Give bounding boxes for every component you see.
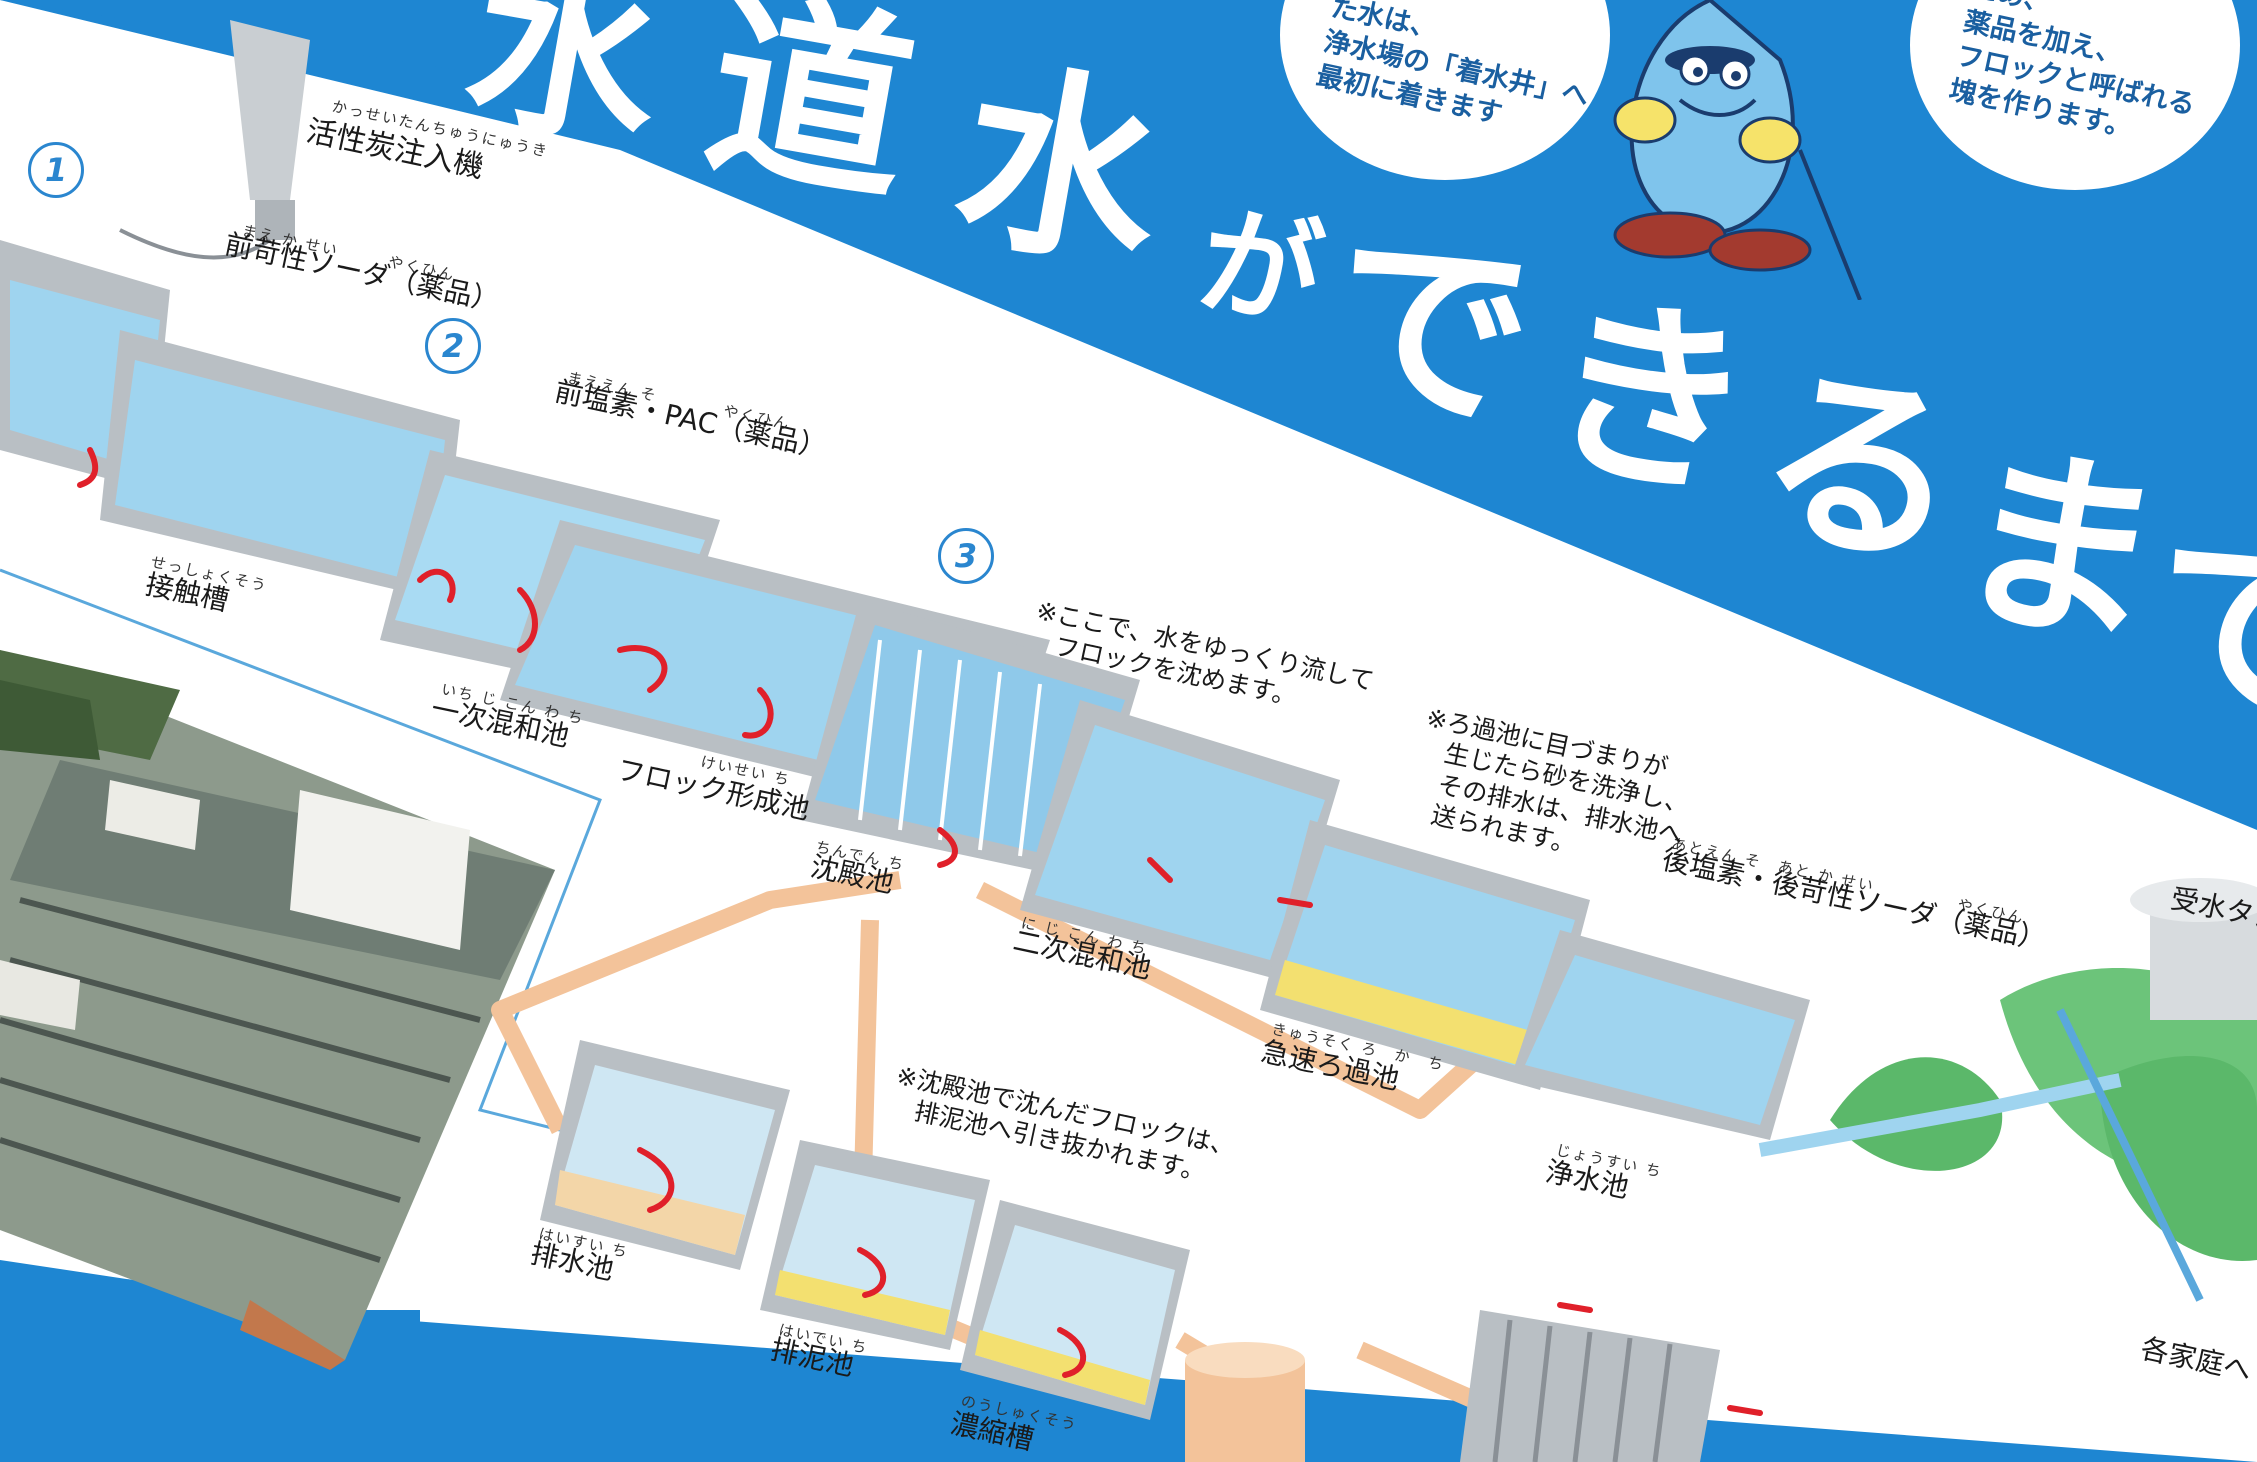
step-1-badge: 1	[28, 142, 84, 198]
title-char-6: き	[1531, 267, 1769, 532]
distribution-hills	[1758, 878, 2257, 1302]
tank-sludge	[760, 1140, 990, 1350]
title-char-2: 道	[691, 0, 929, 232]
header-band-left	[0, 0, 720, 110]
dewatering-press	[1460, 1310, 1720, 1462]
tank-thickener	[960, 1200, 1190, 1420]
title-char-3: 水	[941, 37, 1179, 302]
tank-secondary-mix	[1020, 700, 1340, 980]
step-2-badge: 2	[425, 318, 481, 374]
step-3-badge: 3	[938, 528, 994, 584]
plant-photo	[0, 650, 555, 1370]
tank-rapid-filter	[1260, 820, 1590, 1090]
title-char-8: ま	[1941, 417, 2179, 682]
activated-carbon-injector	[119, 20, 310, 260]
thickener-cylinder	[1185, 1342, 1305, 1462]
title-char-4: が	[1188, 190, 1332, 349]
footer-band	[0, 1260, 2257, 1462]
tank-clear-water	[1510, 930, 1810, 1140]
mascot	[1613, 0, 1862, 300]
title-char-5: で	[1311, 197, 1549, 462]
tank-contact	[0, 240, 460, 600]
title-char-7: る	[1741, 337, 1979, 602]
